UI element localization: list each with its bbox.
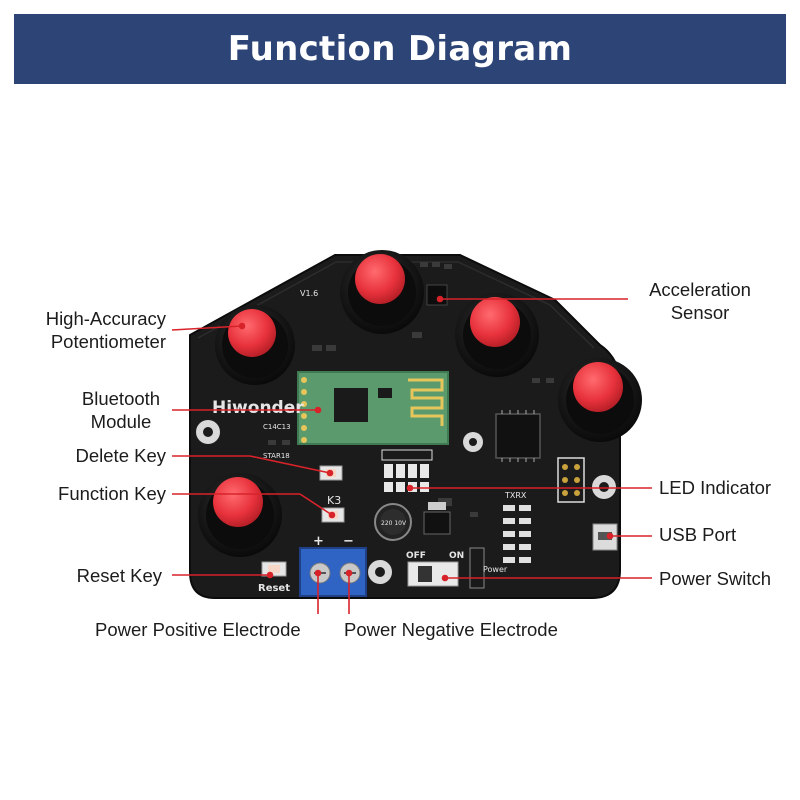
potentiometer-knob-1 (215, 305, 295, 385)
label-acceleration-line2: Sensor (670, 302, 730, 323)
k3-text: K3 (327, 494, 341, 507)
txrx-text: TXRX (504, 491, 527, 500)
star18-text: STAR18 (263, 452, 290, 460)
leader-reset-key (172, 571, 274, 579)
capacitor (374, 503, 412, 541)
label-potentiometer-line2: Potentiometer (50, 331, 166, 352)
leader-power-positive (314, 569, 322, 614)
label-bluetooth-line2: Module (90, 411, 152, 432)
reset-key-button (261, 561, 287, 577)
voltage-regulator (423, 502, 451, 535)
leader-delete-key (172, 455, 334, 477)
label-power-switch: Power Switch (659, 568, 772, 589)
title-banner: Function Diagram (14, 14, 786, 84)
label-led: LED Indicator (659, 477, 772, 498)
power-terminal-block (299, 547, 367, 597)
label-delete-key: Delete Key (75, 445, 167, 466)
minus-text: − (343, 534, 354, 549)
potentiometer-knob-2 (340, 250, 424, 334)
potentiometer-knob-4 (558, 358, 642, 442)
potentiometer-knob-3 (455, 293, 539, 377)
mounting-hole-right-top (463, 432, 483, 452)
header-pins (557, 457, 585, 503)
on-text: ON (449, 551, 464, 561)
reset-text: Reset (258, 583, 290, 594)
page-title: Function Diagram (227, 29, 573, 69)
mounting-hole-left (196, 420, 220, 444)
label-power-negative: Power Negative Electrode (344, 619, 558, 640)
mounting-hole-right (592, 475, 616, 499)
label-acceleration-line1: Acceleration (649, 279, 751, 300)
leader-power-negative (345, 569, 353, 614)
plus-text: + (313, 534, 324, 549)
label-potentiometer: High-Accuracy Potentiometer (46, 307, 166, 353)
c14c13-text: C14C13 (263, 423, 291, 431)
power-text: Power (483, 565, 508, 574)
usb-port (592, 523, 618, 551)
microcontroller-chip (495, 410, 541, 462)
brand-text: Hiwonder (212, 398, 304, 418)
leader-led (406, 484, 652, 492)
label-usb: USB Port (659, 524, 737, 545)
power-switch-component (407, 561, 459, 587)
label-bluetooth: Bluetooth Module (66, 387, 176, 433)
leader-bluetooth (172, 406, 322, 414)
label-power-positive: Power Positive Electrode (95, 619, 301, 640)
leader-acceleration (436, 295, 628, 303)
label-bluetooth-line1: Bluetooth (81, 388, 161, 409)
potentiometer-knob-5 (198, 473, 282, 557)
leader-potentiometer (171, 322, 246, 331)
acceleration-sensor-chip (426, 284, 448, 306)
off-text: OFF (406, 551, 426, 561)
leader-function-key (172, 493, 336, 519)
label-potentiometer-line1: High-Accuracy (45, 308, 166, 329)
leader-power-switch (441, 574, 652, 582)
leader-usb (606, 532, 652, 540)
bluetooth-module (297, 371, 449, 445)
mounting-hole-bottom (368, 560, 392, 584)
label-reset-key: Reset Key (76, 565, 162, 586)
cap-text: 220 10V (381, 520, 407, 527)
label-function-key: Function Key (58, 483, 166, 504)
label-acceleration: Acceleration Sensor (630, 278, 770, 324)
version-text: V1.6 (300, 289, 318, 298)
